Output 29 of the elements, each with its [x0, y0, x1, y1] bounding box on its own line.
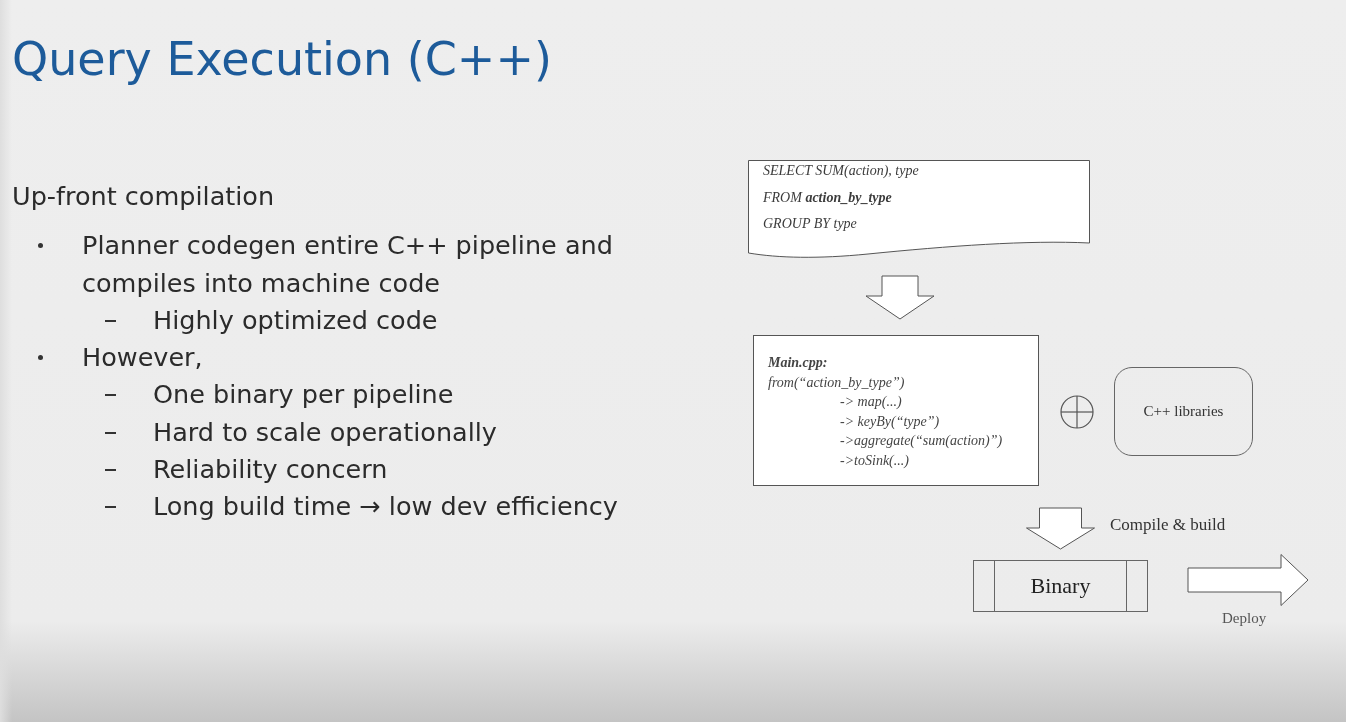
code-line: ->toSink(...)	[840, 451, 909, 470]
code-line: from(“action_by_type”)	[768, 373, 905, 392]
edge-label: Compile & build	[1110, 514, 1226, 536]
sql-line: SELECT SUM(action), type	[763, 162, 919, 180]
list-item-text: However,	[82, 341, 203, 375]
rounded-box	[1114, 367, 1253, 456]
list-item-text: Planner codegen entire C++ pipeline and compiles into machine code	[82, 229, 614, 300]
code-line: -> keyBy(“type”)	[840, 412, 940, 431]
document-shape	[748, 160, 1090, 258]
process-box	[973, 560, 1148, 612]
code-line: -> map(...)	[840, 393, 902, 411]
code-line: ->aggregate(“sum(action)”)	[840, 432, 1003, 450]
list-item-text: Hard to scale operationally	[153, 415, 497, 449]
section-heading: Up-front compilation	[12, 180, 275, 213]
box-label: Binary	[1030, 573, 1091, 599]
slide-title: Query Execution (C++)	[12, 34, 552, 84]
sql-line: FROM action_by_type	[763, 188, 892, 207]
file-name-heading: Main.cpp:	[768, 354, 828, 372]
list-item-text: One binary per pipeline	[153, 378, 454, 412]
list-item-text: Reliability concern	[153, 453, 388, 487]
sql-line: GROUP BY type	[763, 215, 857, 233]
box-label: C++ libraries	[1143, 402, 1224, 421]
block-arrow	[865, 275, 935, 320]
code-box	[753, 335, 1039, 486]
list-item-text: Long build time → low dev efficiency	[153, 490, 618, 524]
list-item-text: Highly optimized code	[153, 303, 438, 337]
block-arrow	[1187, 554, 1309, 606]
edge-label: Deploy	[1222, 609, 1267, 628]
block-arrow	[1026, 507, 1095, 550]
